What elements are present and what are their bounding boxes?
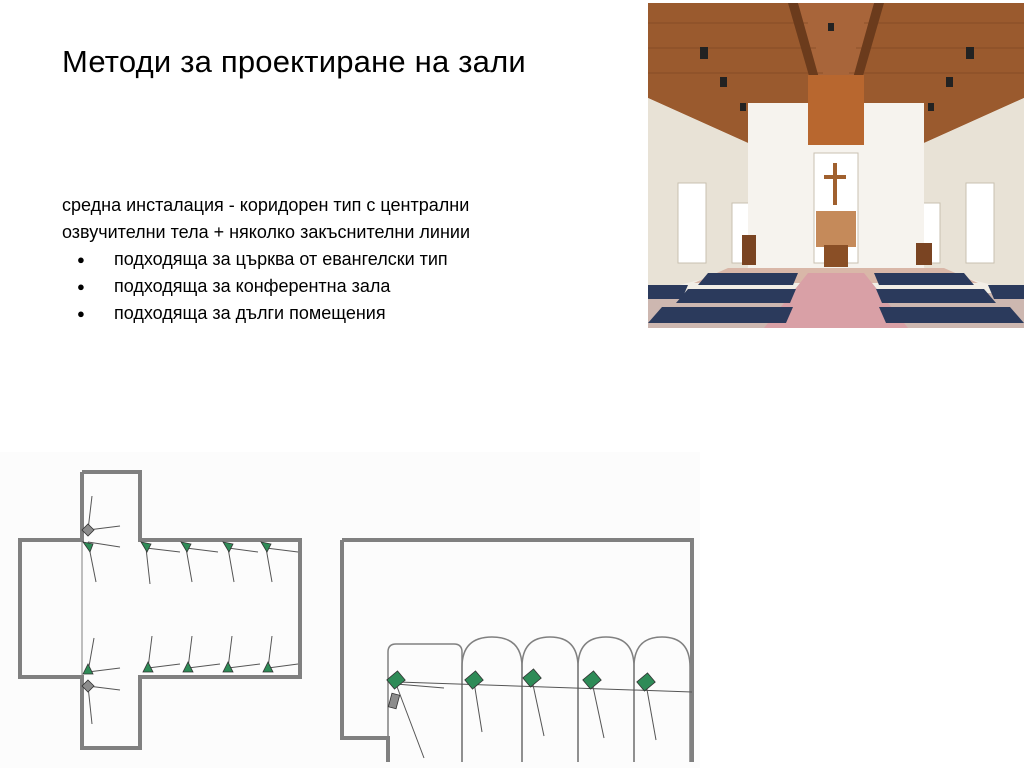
speaker-green bbox=[464, 670, 484, 690]
speaker-green bbox=[522, 668, 542, 688]
cross-plan bbox=[18, 470, 302, 750]
speaker-green bbox=[82, 663, 94, 675]
bullet-item: подходяща за дълги помещения bbox=[62, 300, 470, 327]
speaker-green bbox=[182, 661, 194, 673]
slide-body: средна инсталация - коридорен тип с цент… bbox=[62, 192, 470, 327]
slide-title: Методи за проектиране на зали bbox=[62, 44, 526, 79]
speaker-grey bbox=[81, 523, 95, 537]
speaker-green bbox=[636, 672, 656, 692]
intro-line-1: средна инсталация - коридорен тип с цент… bbox=[62, 195, 470, 215]
speaker-grey bbox=[387, 692, 401, 710]
speaker-green bbox=[222, 541, 234, 553]
speaker-green bbox=[140, 541, 152, 553]
bullet-item: подходяща за конферентна зала bbox=[62, 273, 470, 300]
intro-line-2: озвучителни тела + няколко закъснителни … bbox=[62, 222, 471, 242]
floor-plans-diagram bbox=[0, 452, 700, 768]
speaker-green bbox=[142, 661, 154, 673]
speaker-green bbox=[82, 541, 94, 553]
speaker-green bbox=[386, 670, 406, 690]
church-interior-image bbox=[648, 3, 1024, 328]
bullet-item: подходяща за църква от евангелски тип bbox=[62, 246, 470, 273]
speaker-green bbox=[222, 661, 234, 673]
speaker-green bbox=[262, 661, 274, 673]
speaker-green bbox=[180, 541, 192, 553]
speaker-grey bbox=[81, 679, 95, 693]
speaker-green bbox=[260, 541, 272, 553]
speaker-green bbox=[582, 670, 602, 690]
bullet-list: подходяща за църква от евангелски тип по… bbox=[62, 246, 470, 327]
